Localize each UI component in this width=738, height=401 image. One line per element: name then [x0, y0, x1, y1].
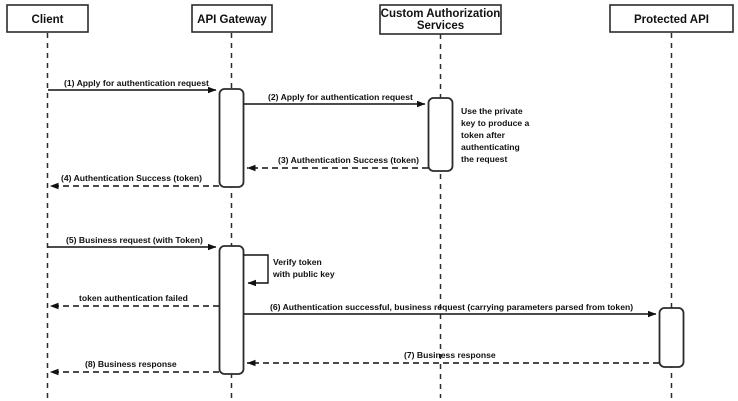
note-custom-auth-private-key: Use the private key to produce a token a…	[461, 106, 530, 164]
actor-box-protected-api[interactable]	[609, 4, 734, 33]
self-note-line-1: Verify token	[273, 257, 322, 267]
note-line-2: key to produce a	[461, 118, 530, 128]
note-line-4: authenticating	[461, 142, 520, 152]
note-line-3: token after	[461, 130, 506, 140]
actor-label-api-gateway: API Gateway	[197, 14, 267, 26]
actor-label-custom-authorization-services-line2: Services	[417, 20, 464, 32]
actor-label-client: Client	[32, 14, 64, 26]
message-arrow-self-verify-token	[243, 254, 269, 287]
note-gateway-verify-token: Verify token with public key	[272, 257, 335, 279]
message-label-5: (5) Business request (with Token)	[66, 235, 203, 245]
self-note-line-2: with public key	[272, 269, 335, 279]
message-label-8: (8) Business response	[85, 359, 177, 369]
note-line-5: the request	[461, 154, 507, 164]
actor-box-client[interactable]	[6, 4, 89, 33]
message-label-3: (3) Authentication Success (token)	[278, 155, 419, 165]
message-label-1: (1) Apply for authentication request	[64, 78, 209, 88]
message-label-6: (6) Authentication successful, business …	[270, 302, 633, 312]
note-line-1: Use the private	[461, 106, 523, 116]
activation-custom-auth-service	[427, 97, 454, 172]
message-label-token-auth-failed: token authentication failed	[79, 293, 188, 303]
message-label-2: (2) Apply for authentication request	[268, 92, 413, 102]
activation-api-gateway-business	[218, 245, 245, 375]
actor-box-custom-authorization-services[interactable]	[379, 4, 502, 35]
message-label-7: (7) Business response	[404, 350, 496, 360]
actor-box-api-gateway[interactable]	[191, 4, 273, 33]
actor-label-protected-api: Protected API	[634, 14, 709, 26]
actor-label-custom-authorization-services: Custom Authorization	[381, 8, 501, 20]
activation-api-gateway-auth	[218, 88, 245, 188]
message-label-4: (4) Authentication Success (token)	[61, 173, 202, 183]
activation-protected-api	[658, 307, 685, 368]
